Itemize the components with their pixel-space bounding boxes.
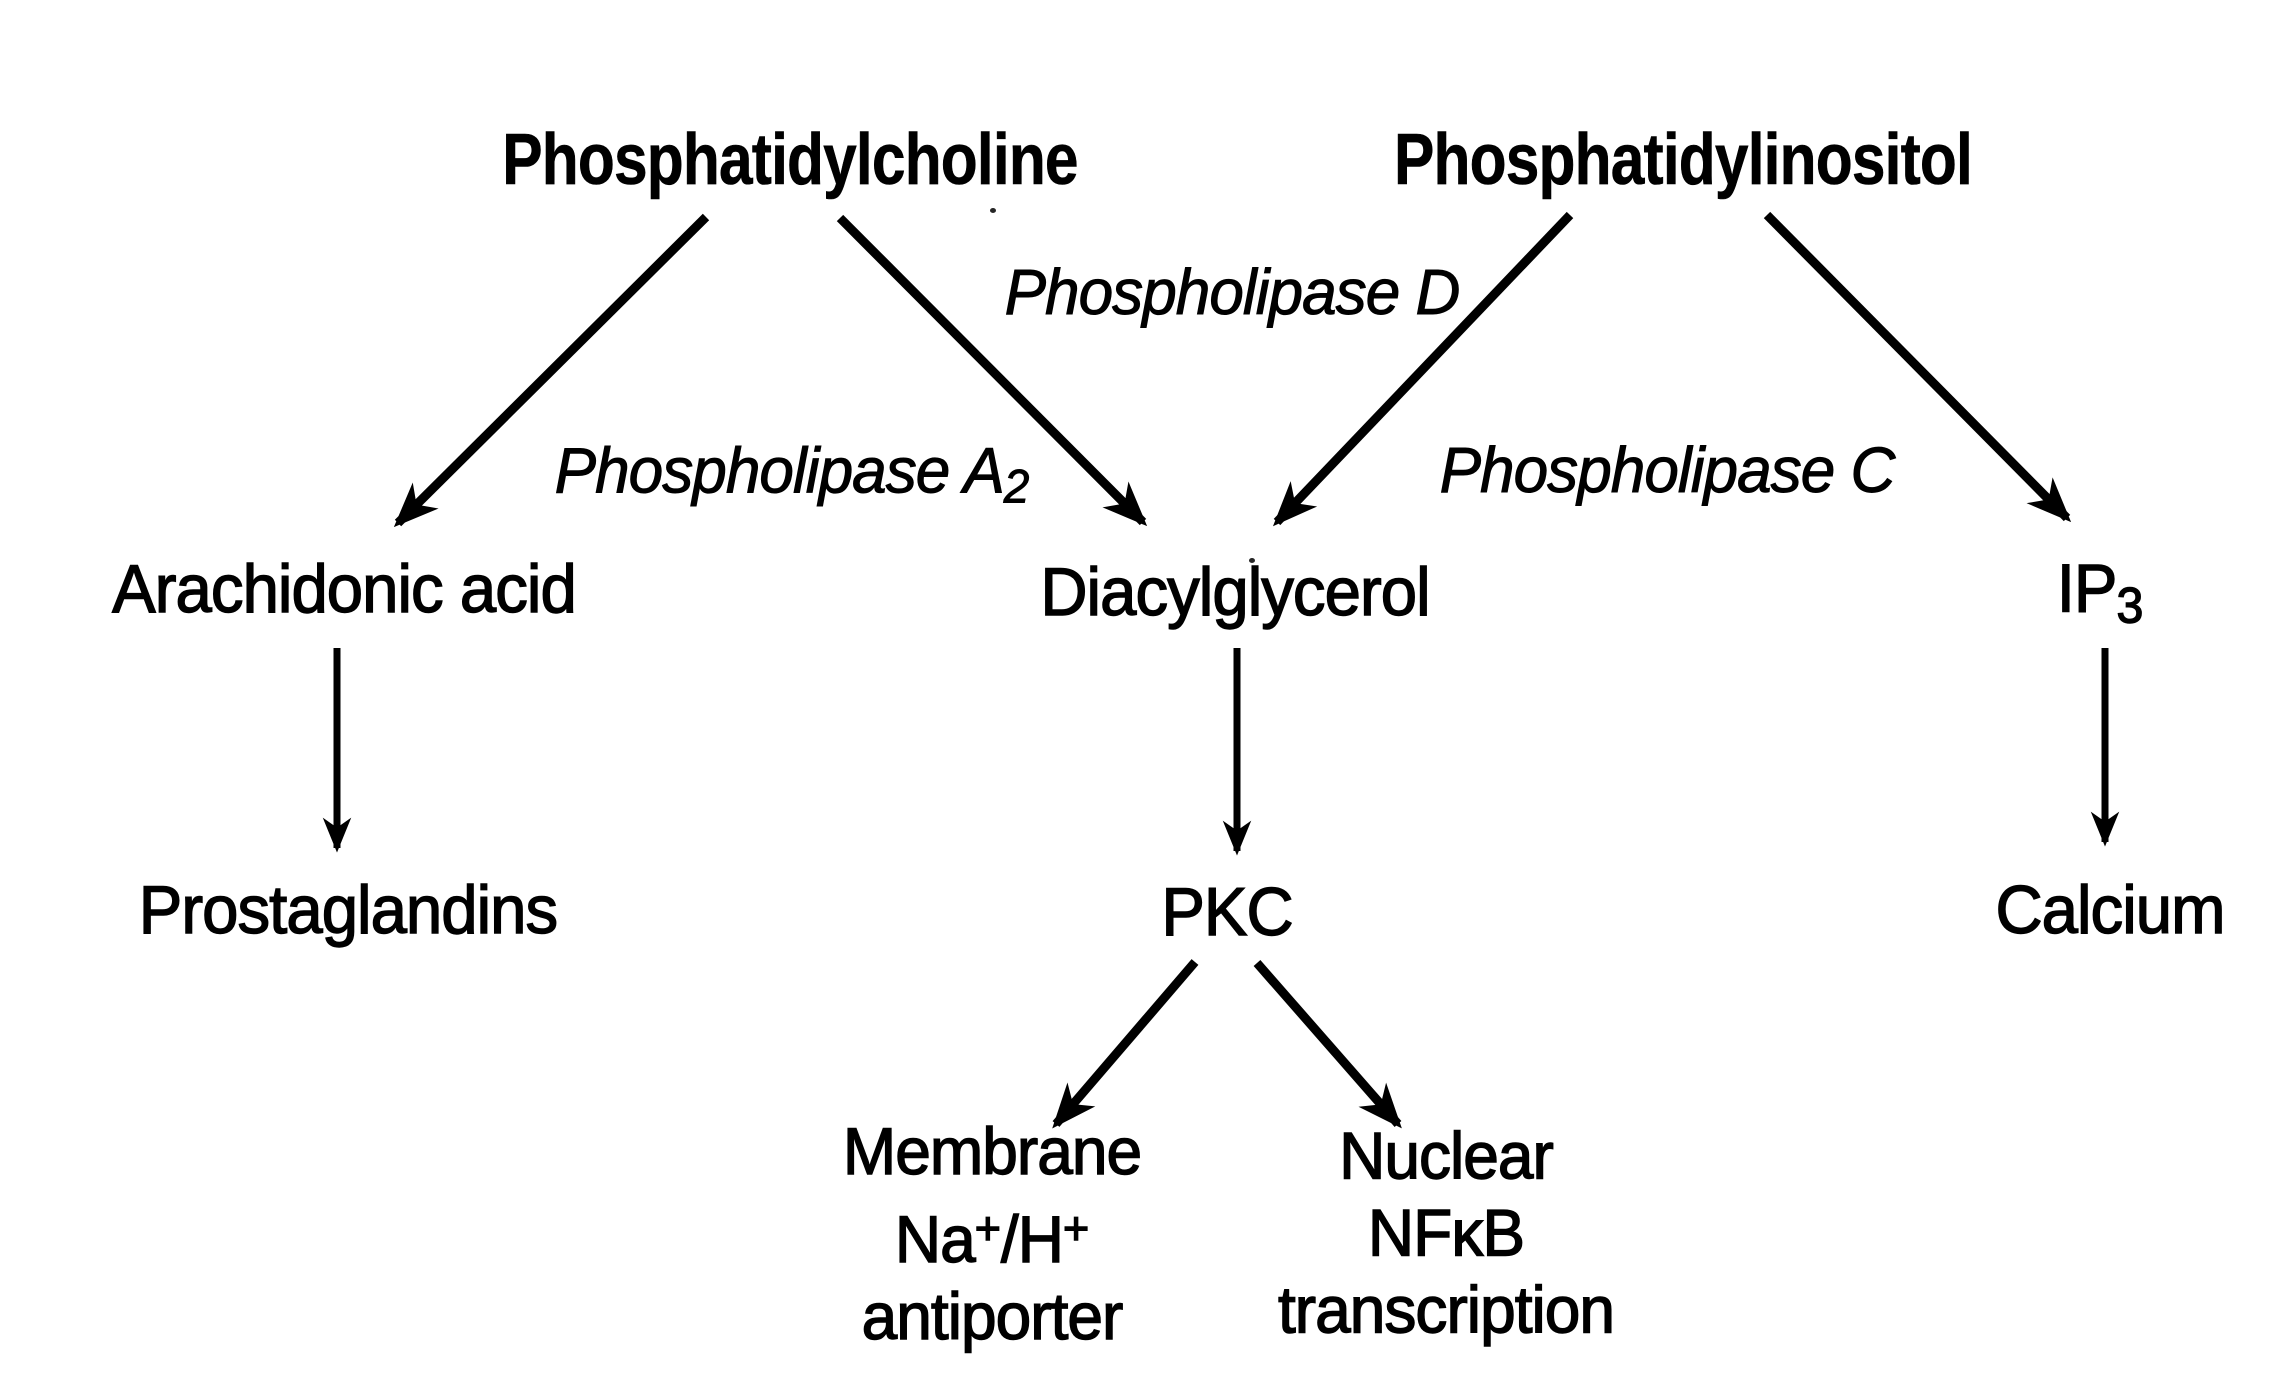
node-ip3: IP3	[2056, 549, 2144, 634]
scan-speckle	[1249, 558, 1255, 563]
ip3-subscript: 3	[2116, 576, 2144, 634]
membrane-antiporter-line2: Na+/H+	[843, 1190, 1141, 1278]
edge-label-phospholipase-a2: Phospholipase A2	[554, 433, 1030, 514]
nuclear-nfkb-line2: NFκB	[1367, 1195, 1525, 1270]
node-diacylglycerol: Diacylglycerol	[1040, 553, 1432, 630]
arrow-pkc-to-membrane-antiporter	[1052, 959, 1199, 1129]
ip3-base: IP	[2056, 550, 2118, 627]
membrane-na: Na	[894, 1201, 976, 1276]
membrane-antiporter-line3: antiporter	[861, 1278, 1124, 1353]
node-pkc: PKC	[1161, 873, 1295, 950]
arrow-pkc-to-nuclear-nfkb	[1253, 960, 1402, 1129]
node-prostaglandins: Prostaglandins	[138, 871, 559, 948]
node-nuclear-nfkb: Nuclear NFκB transcription	[1277, 1118, 1615, 1349]
membrane-antiporter-line1: Membrane	[842, 1114, 1143, 1189]
node-arachidonic-acid: Arachidonic acid	[112, 550, 578, 627]
node-calcium: Calcium	[1995, 871, 2226, 948]
membrane-h: /H	[1000, 1201, 1064, 1276]
phospholipase-a2-base: Phospholipase A	[554, 434, 1005, 507]
node-phosphatidylinositol: Phosphatidylinositol	[1394, 120, 1973, 201]
membrane-h-superscript: +	[1062, 1202, 1090, 1255]
edge-label-phospholipase-c: Phospholipase C	[1439, 434, 1896, 507]
membrane-na-superscript: +	[974, 1202, 1002, 1255]
nuclear-nfkb-line3: transcription	[1277, 1272, 1615, 1347]
arrow-phosphatidylcholine-to-arachidonic-acid	[393, 213, 710, 528]
edge-label-phospholipase-d: Phospholipase D	[1004, 256, 1461, 329]
arrow-phosphatidylinositol-to-diacylglycerol	[1272, 211, 1574, 527]
arrow-phosphatidylcholine-to-diacylglycerol	[836, 214, 1148, 527]
arrow-phosphatidylinositol-to-ip3	[1763, 211, 2072, 523]
node-membrane-antiporter: Membrane Na+/H+ antiporter	[842, 1113, 1143, 1355]
nuclear-nfkb-line1: Nuclear	[1338, 1118, 1554, 1193]
phospholipase-a2-subscript: 2	[1003, 460, 1030, 514]
scan-speckle	[990, 208, 996, 213]
node-phosphatidylcholine: Phosphatidylcholine	[502, 120, 1079, 201]
